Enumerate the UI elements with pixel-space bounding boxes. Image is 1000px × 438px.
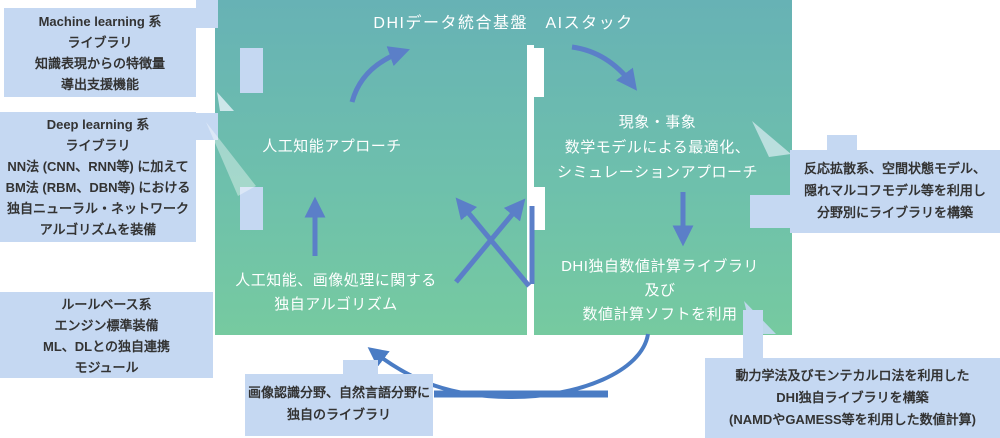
arrow-title-to-phenomena — [571, 44, 638, 91]
callout-tail — [217, 92, 234, 111]
left-approach-label: 人工知能アプローチ — [262, 138, 402, 155]
arrow-approach-to-title — [349, 46, 410, 103]
callout-image-recognition: 画像認識分野、自然言語分野に 独自のライブラリ — [245, 374, 433, 436]
integration-platform-panel — [215, 0, 792, 335]
callout-machine-learning: Machine learning 系 ライブラリ 知識表現からの特徴量 導出支援… — [4, 8, 196, 97]
platform-title: DHIデータ統合基盤 AIスタック — [373, 15, 634, 32]
callout-tail — [206, 122, 256, 196]
accent-block — [240, 187, 263, 230]
arrow-cross-up-left — [455, 197, 531, 288]
callout-deep-learning: Deep learning 系 ライブラリ NN法 (CNN、RNN等) に加え… — [0, 112, 196, 242]
callout-tab — [343, 360, 378, 376]
accent-block — [240, 48, 263, 93]
accent-block — [534, 187, 545, 230]
arrow-cross-up-right — [454, 198, 526, 284]
callout-dynamics: 動力学法及びモンテカルロ法を利用した DHI独自ライブラリを構築 (NAMDやG… — [705, 358, 1000, 438]
panel-divider — [527, 45, 534, 335]
left-algorithms-label: 人工知能、画像処理に関する 独自アルゴリズム — [235, 272, 437, 313]
accent-block — [196, 113, 218, 140]
callout-tab — [827, 135, 857, 151]
callout-tail — [752, 121, 791, 157]
accent-block — [534, 48, 544, 97]
callout-tab — [750, 195, 792, 228]
callout-tab — [743, 310, 763, 360]
callout-reaction-diffusion: 反応拡散系、空間状態モデル、 隠れマルコフモデル等を利用し 分野別にライブラリを… — [790, 150, 1000, 233]
right-phenomena-label: 現象・事象 数学モデルによる最適化、 シミュレーションアプローチ — [557, 114, 758, 181]
right-numeric-library-label: DHI独自数値計算ライブラリ 及び 数値計算ソフトを利用 — [561, 258, 759, 323]
callout-rule-base: ルールベース系 エンジン標準装備 ML、DLとの独自連携 モジュール — [0, 292, 213, 378]
accent-block — [196, 0, 218, 28]
